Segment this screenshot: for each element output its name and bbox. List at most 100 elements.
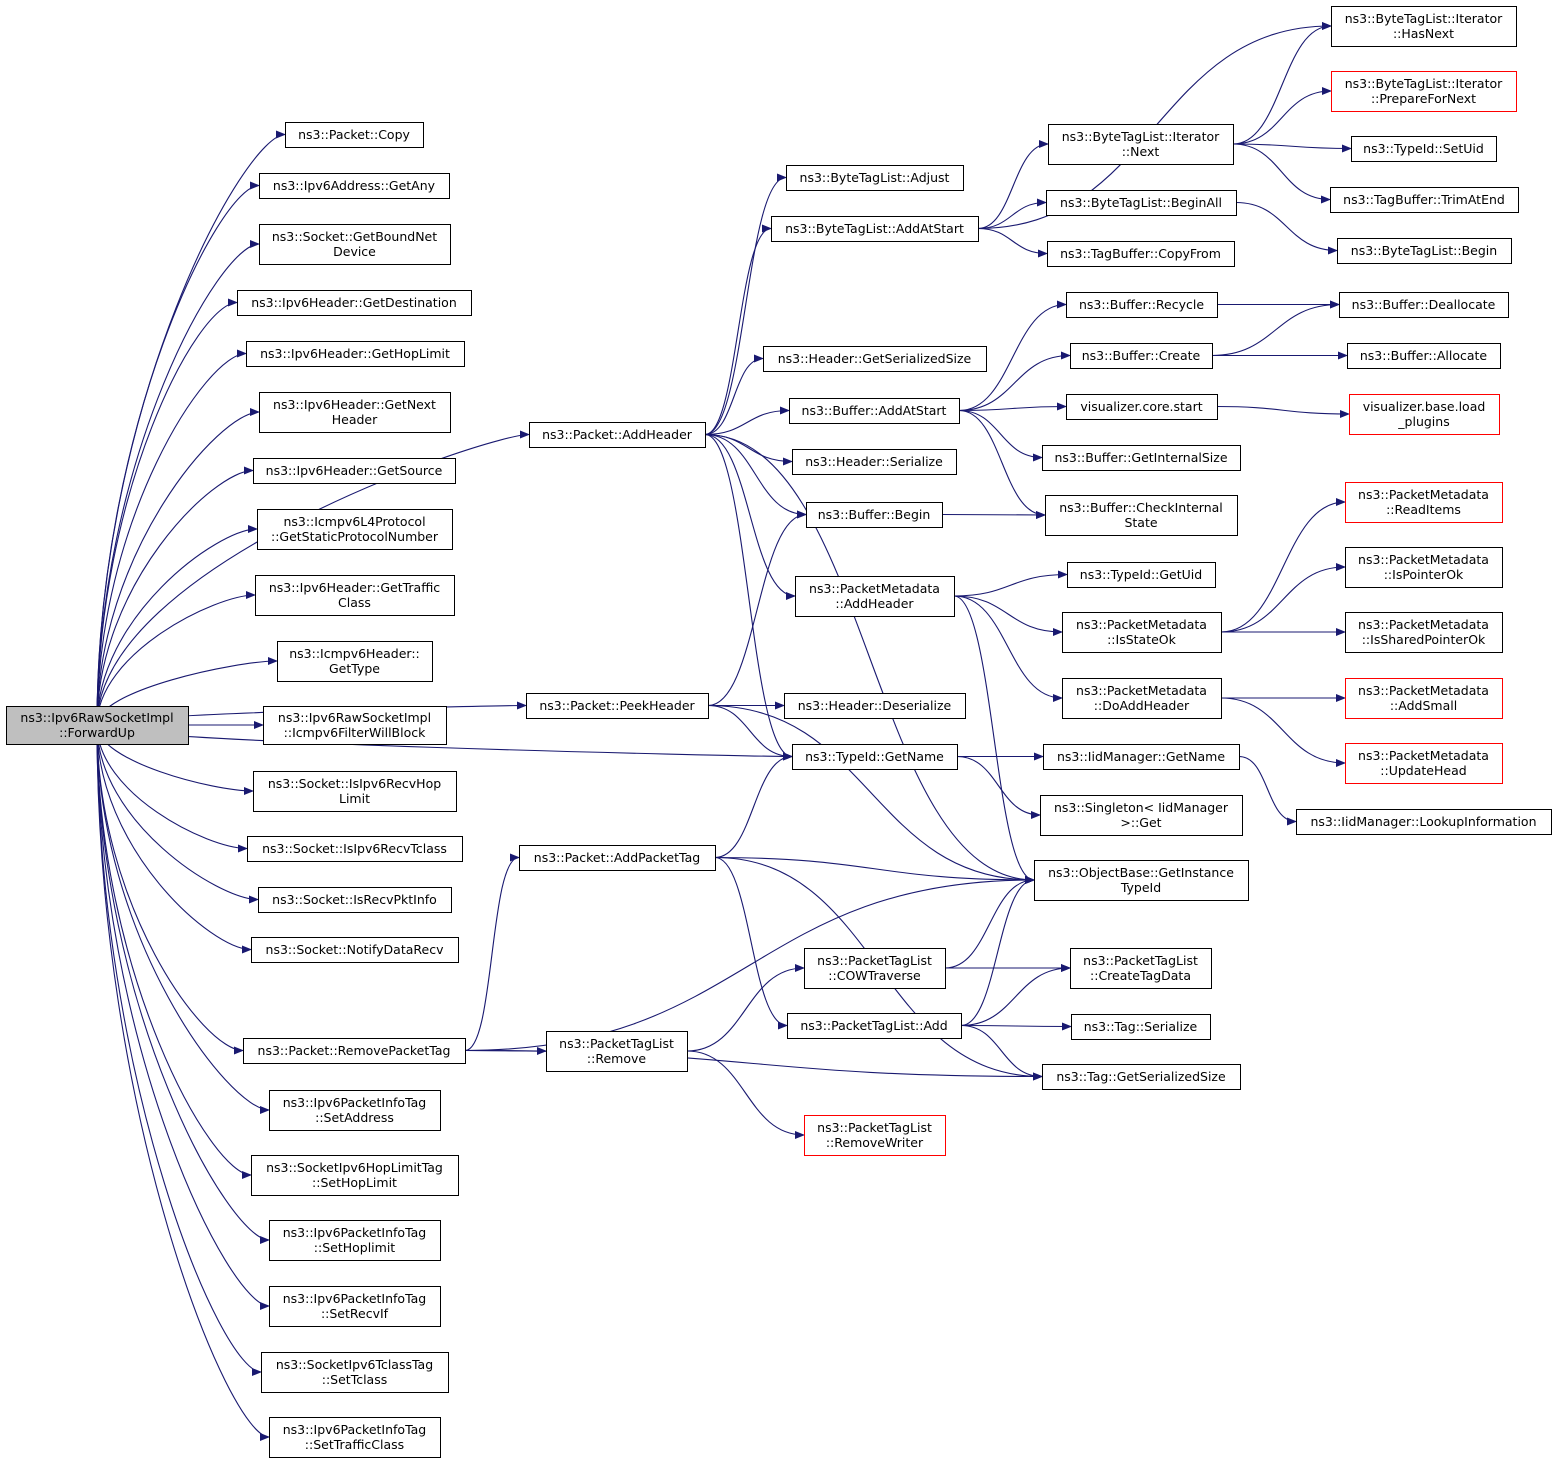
node-tagbuffer_copyfrom[interactable]: ns3::TagBuffer::CopyFrom <box>1047 241 1235 267</box>
node-vis_core_start[interactable]: visualizer.core.start <box>1066 394 1218 420</box>
node-label: ns3::PacketTagList <box>1083 953 1198 968</box>
node-socktclasstag_settclass[interactable]: ns3::SocketIpv6TclassTag::SetTclass <box>261 1352 449 1393</box>
node-tag_getserializedsize[interactable]: ns3::Tag::GetSerializedSize <box>1042 1064 1241 1090</box>
node-label: Header <box>332 412 378 427</box>
node-label: ::ForwardUp <box>59 725 135 740</box>
node-socket_isipv6recvtclass[interactable]: ns3::Socket::IsIpv6RecvTclass <box>247 836 463 862</box>
edge-forwardup-to-ipv6hdr_gethoplimit <box>96 349 247 726</box>
node-hdr_getserializedsize[interactable]: ns3::Header::GetSerializedSize <box>763 346 987 372</box>
node-ipv6pit_setrecvif[interactable]: ns3::Ipv6PacketInfoTag::SetRecvIf <box>269 1286 441 1327</box>
node-typeid_setuid[interactable]: ns3::TypeId::SetUid <box>1351 136 1497 162</box>
node-box <box>255 575 455 616</box>
node-box <box>285 122 424 148</box>
node-label: ns3::Buffer::GetInternalSize <box>1054 450 1227 465</box>
node-pm_addheader[interactable]: ns3::PacketMetadata::AddHeader <box>795 576 955 617</box>
node-socket_notifydatarecv[interactable]: ns3::Socket::NotifyDataRecv <box>251 937 459 963</box>
node-ipv6hdr_getdestination[interactable]: ns3::Ipv6Header::GetDestination <box>237 290 472 316</box>
node-icmpv6hdr_gettype[interactable]: ns3::Icmpv6Header::GetType <box>277 641 433 682</box>
node-ptl_createtagdata[interactable]: ns3::PacketTagList::CreateTagData <box>1070 948 1212 989</box>
node-label: ::GetStaticProtocolNumber <box>271 529 439 544</box>
node-iidmanager_getname[interactable]: ns3::IidManager::GetName <box>1043 744 1240 770</box>
node-packet_peekheader[interactable]: ns3::Packet::PeekHeader <box>526 693 709 719</box>
node-btl_adjust[interactable]: ns3::ByteTagList::Adjust <box>786 165 964 191</box>
node-label: ::COWTraverse <box>828 968 921 983</box>
node-iidmanager_lookupinformation[interactable]: ns3::IidManager::LookupInformation <box>1296 809 1552 835</box>
node-socket_isrecvpktinfo[interactable]: ns3::Socket::IsRecvPktInfo <box>258 887 452 913</box>
edge-packet_addheader-to-hdr_getserializedsize <box>704 354 764 436</box>
node-box <box>258 887 452 913</box>
edge-btl_addatstart-to-btl_beginall <box>977 198 1047 230</box>
node-pm_isstateok[interactable]: ns3::PacketMetadata::IsStateOk <box>1062 612 1222 653</box>
node-tag_serialize[interactable]: ns3::Tag::Serialize <box>1071 1014 1211 1040</box>
node-buffer_allocate[interactable]: ns3::Buffer::Allocate <box>1347 343 1501 369</box>
node-ipv6addr_getany[interactable]: ns3::Ipv6Address::GetAny <box>259 173 450 199</box>
node-label: ns3::TypeId::SetUid <box>1363 141 1484 156</box>
node-icmpv6l4_getstaticprotocolnumber[interactable]: ns3::Icmpv6L4Protocol::GetStaticProtocol… <box>257 509 453 550</box>
node-singleton_get[interactable]: ns3::Singleton< IidManager>::Get <box>1040 795 1243 836</box>
node-ptl_removewriter[interactable]: ns3::PacketTagList::RemoveWriter <box>804 1115 946 1156</box>
node-box <box>257 509 453 550</box>
node-pm_addsmall[interactable]: ns3::PacketMetadata::AddSmall <box>1345 678 1503 719</box>
edge-packet_addpackettag-to-ptl_add <box>714 856 788 1030</box>
edge-packet_addheader-to-buffer_begin <box>704 433 807 519</box>
node-label: ns3::PacketMetadata <box>1358 487 1489 502</box>
node-tagbuffer_trimatend[interactable]: ns3::TagBuffer::TrimAtEnd <box>1330 187 1519 213</box>
node-ptl_cowtraverse[interactable]: ns3::PacketTagList::COWTraverse <box>804 948 946 989</box>
node-btl_beginall[interactable]: ns3::ByteTagList::BeginAll <box>1046 190 1237 216</box>
node-packet_addheader[interactable]: ns3::Packet::AddHeader <box>529 422 706 448</box>
node-btl_addatstart[interactable]: ns3::ByteTagList::AddAtStart <box>771 216 979 242</box>
node-ipv6pit_setaddress[interactable]: ns3::Ipv6PacketInfoTag::SetAddress <box>269 1090 441 1131</box>
node-buffer_deallocate[interactable]: ns3::Buffer::Deallocate <box>1339 292 1509 318</box>
node-ipv6pit_settrafficclass[interactable]: ns3::Ipv6PacketInfoTag::SetTrafficClass <box>269 1417 441 1458</box>
node-icmpv6filterwillblock[interactable]: ns3::Ipv6RawSocketImpl::Icmpv6FilterWill… <box>263 706 447 745</box>
node-label: visualizer.base.load <box>1363 399 1486 414</box>
edge-forwardup-to-ipv6hdr_getnextheader <box>96 408 260 726</box>
node-ptl_remove[interactable]: ns3::PacketTagList::Remove <box>546 1031 688 1072</box>
node-packet_removepackettag[interactable]: ns3::Packet::RemovePacketTag <box>243 1038 466 1064</box>
node-packet_addpackettag[interactable]: ns3::Packet::AddPacketTag <box>519 845 716 871</box>
node-btli_next[interactable]: ns3::ByteTagList::Iterator::Next <box>1048 124 1234 165</box>
node-vis_base_loadplugins[interactable]: visualizer.base.load_plugins <box>1349 394 1500 435</box>
node-forwardup[interactable]: ns3::Ipv6RawSocketImpl::ForwardUp <box>6 706 189 745</box>
node-buffer_addatstart[interactable]: ns3::Buffer::AddAtStart <box>789 398 960 424</box>
node-sockhoplimittag_sethoplimit[interactable]: ns3::SocketIpv6HopLimitTag::SetHopLimit <box>251 1155 459 1196</box>
node-buffer_getinternalsize[interactable]: ns3::Buffer::GetInternalSize <box>1042 445 1241 471</box>
node-pm_readitems[interactable]: ns3::PacketMetadata::ReadItems <box>1345 482 1503 523</box>
node-box <box>1045 495 1238 536</box>
node-packet_copy[interactable]: ns3::Packet::Copy <box>285 122 424 148</box>
node-btli_preparefornext[interactable]: ns3::ByteTagList::Iterator::PrepareForNe… <box>1331 71 1517 112</box>
node-ipv6pit_sethoplimit[interactable]: ns3::Ipv6PacketInfoTag::SetHoplimit <box>269 1220 441 1261</box>
node-hdr_serialize[interactable]: ns3::Header::Serialize <box>792 449 957 475</box>
node-ipv6hdr_gethoplimit[interactable]: ns3::Ipv6Header::GetHopLimit <box>246 341 465 367</box>
node-pm_ispointerok[interactable]: ns3::PacketMetadata::IsPointerOk <box>1345 547 1503 588</box>
node-label: ns3::IidManager::GetName <box>1057 749 1225 764</box>
node-label: ns3::Socket::IsIpv6RecvHop <box>268 776 441 791</box>
node-typeid_getname[interactable]: ns3::TypeId::GetName <box>792 744 958 770</box>
node-pm_updatehead[interactable]: ns3::PacketMetadata::UpdateHead <box>1345 743 1503 784</box>
node-btl_begin[interactable]: ns3::ByteTagList::Begin <box>1337 238 1512 264</box>
node-hdr_deserialize[interactable]: ns3::Header::Deserialize <box>784 693 966 719</box>
node-ipv6hdr_getsource[interactable]: ns3::Ipv6Header::GetSource <box>253 458 456 484</box>
node-typeid_getuid[interactable]: ns3::TypeId::GetUid <box>1067 562 1216 588</box>
node-label: ns3::ByteTagList::Begin <box>1351 243 1497 258</box>
node-buffer_begin[interactable]: ns3::Buffer::Begin <box>806 502 943 528</box>
node-pm_doaddheader[interactable]: ns3::PacketMetadata::DoAddHeader <box>1062 678 1222 719</box>
node-box <box>1042 445 1241 471</box>
node-btli_hasnext[interactable]: ns3::ByteTagList::Iterator::HasNext <box>1331 6 1517 47</box>
edge-forwardup-to-sockhoplimittag_sethoplimit <box>96 724 252 1179</box>
node-label: ns3::Packet::RemovePacketTag <box>258 1043 451 1058</box>
edge-pm_addheader-to-pm_isstateok <box>953 595 1063 636</box>
node-pm_issharedpointerok[interactable]: ns3::PacketMetadata::IsSharedPointerOk <box>1345 612 1503 653</box>
node-buffer_recycle[interactable]: ns3::Buffer::Recycle <box>1066 292 1218 318</box>
node-label: ns3::Buffer::Recycle <box>1079 297 1204 312</box>
node-label: State <box>1124 515 1157 530</box>
node-ptl_add[interactable]: ns3::PacketTagList::Add <box>787 1013 962 1039</box>
node-buffer_create[interactable]: ns3::Buffer::Create <box>1070 343 1213 369</box>
node-label: ns3::Packet::Copy <box>298 127 410 142</box>
